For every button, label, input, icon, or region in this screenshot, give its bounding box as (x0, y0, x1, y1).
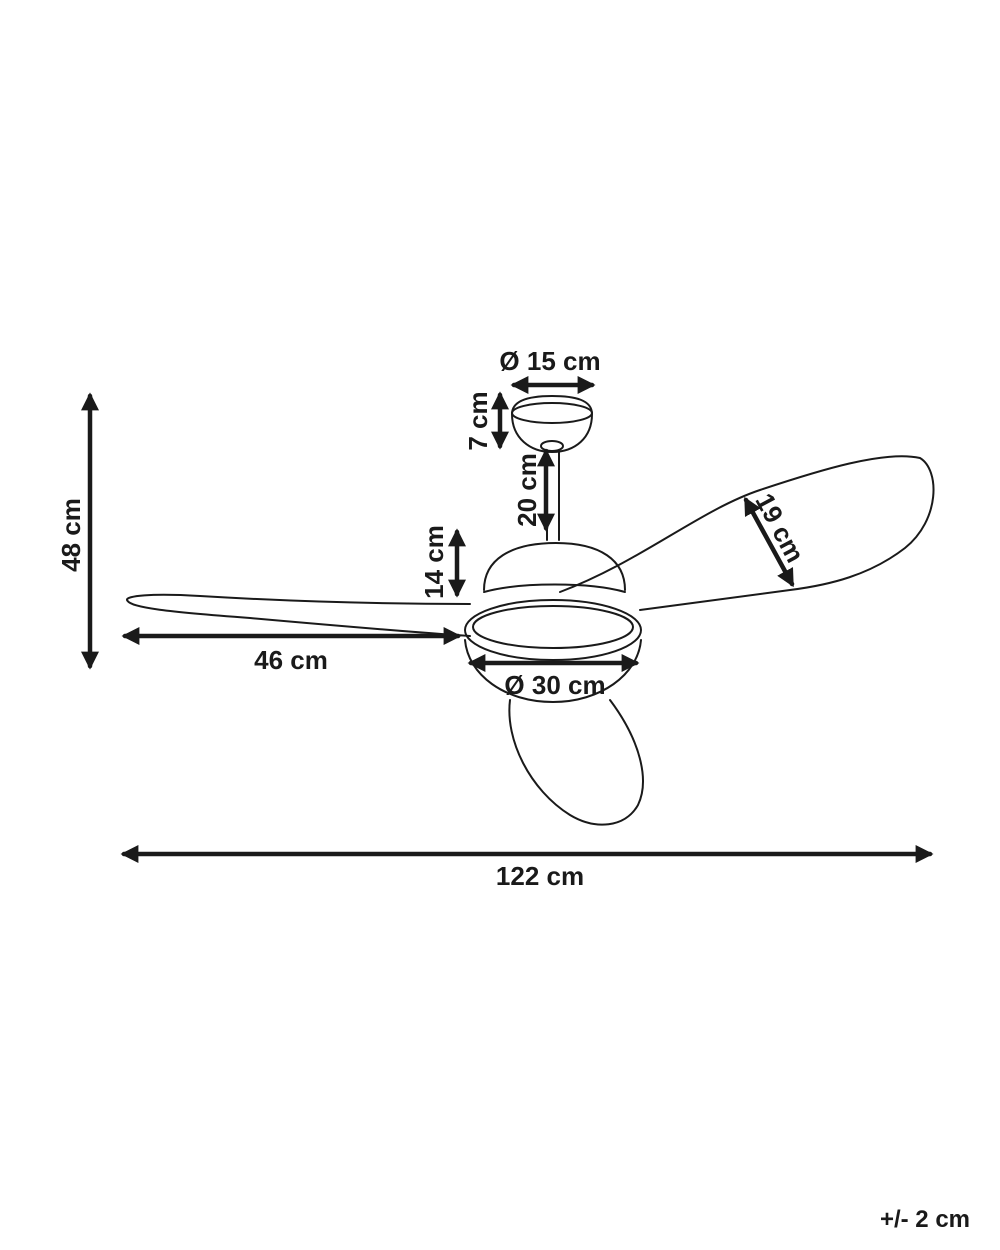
right-blade (559, 455, 935, 611)
downrod (546, 449, 560, 541)
motor-housing (483, 542, 626, 591)
downrod-length-label: 20 cm (512, 453, 542, 527)
bottom-blade (508, 699, 644, 826)
left-blade (125, 593, 471, 637)
overall-height-label: 48 cm (56, 498, 86, 572)
tolerance-note: +/- 2 cm (880, 1206, 970, 1233)
canopy-diameter-label: Ø 15 cm (499, 346, 600, 376)
canopy-height-label: 7 cm (463, 391, 493, 450)
overall-span-label: 122 cm (496, 861, 584, 891)
blade-width-label: 19 cm (749, 488, 810, 567)
ceiling-fan-drawing (125, 395, 935, 826)
light-body (464, 599, 642, 661)
motor-height-label: 14 cm (419, 525, 449, 599)
dimension-arrows (81, 376, 934, 863)
body-diameter-label: Ø 30 cm (504, 670, 605, 700)
dimension-labels: 48 cm Ø 15 cm 7 cm 20 cm 14 cm 19 cm 46 … (56, 346, 970, 1233)
blade-length-label: 46 cm (254, 645, 328, 675)
blade-width-arrow (743, 496, 795, 588)
